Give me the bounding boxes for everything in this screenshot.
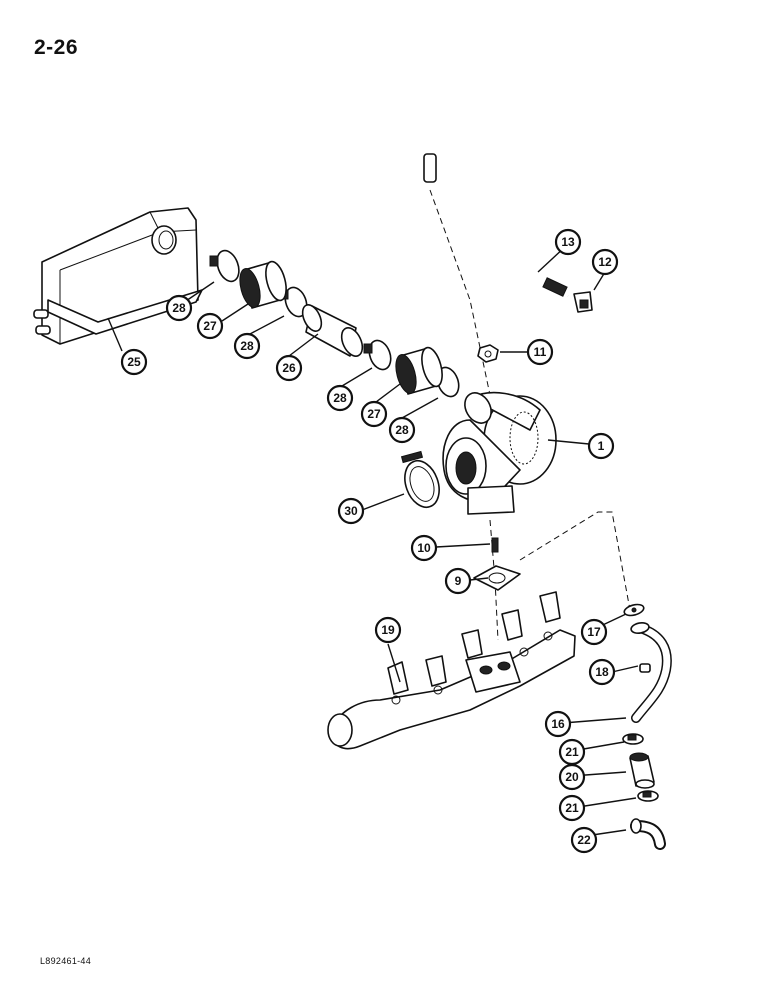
callout-c26: 26 xyxy=(275,354,303,382)
callout-circle xyxy=(554,228,582,256)
callout-circle xyxy=(374,616,402,644)
callout-circle xyxy=(196,312,224,340)
callout-number: 18 xyxy=(595,665,609,679)
exhaust-manifold-part xyxy=(327,591,576,750)
callout-circle xyxy=(388,416,416,444)
oil-drain-tube-part xyxy=(630,622,672,723)
page-number: 2-26 xyxy=(34,36,79,59)
callout-number: 28 xyxy=(172,301,186,315)
callout-c21b: 21 xyxy=(558,794,586,822)
callout-circle xyxy=(570,826,598,854)
callout-number: 21 xyxy=(565,801,579,815)
callout-circle xyxy=(591,248,619,276)
callout-circle xyxy=(580,618,608,646)
oil-supply-line-part xyxy=(423,153,569,298)
callout-circle xyxy=(558,738,586,766)
callout-c25: 25 xyxy=(120,348,148,376)
callout-c1: 1 xyxy=(587,432,615,460)
figure-code: L892461-44 xyxy=(40,956,92,966)
callout-c19: 19 xyxy=(374,616,402,644)
turbocharger-part xyxy=(442,391,557,515)
callout-c11: 11 xyxy=(526,338,554,366)
leader-lines xyxy=(107,245,639,839)
callout-c30: 30 xyxy=(337,497,365,525)
nut-part xyxy=(477,344,499,363)
stud-part xyxy=(491,537,499,553)
callout-circle xyxy=(410,534,438,562)
callout-c28b: 28 xyxy=(233,332,261,360)
callout-number: 12 xyxy=(598,255,612,269)
callout-circle xyxy=(526,338,554,366)
callout-number: 28 xyxy=(240,339,254,353)
hose-part-2 xyxy=(395,346,443,395)
callout-c17: 17 xyxy=(580,618,608,646)
callout-number: 11 xyxy=(534,345,547,359)
callout-number: 28 xyxy=(395,423,409,437)
callout-number: 25 xyxy=(127,355,141,369)
callout-c18: 18 xyxy=(588,658,616,686)
bolt-part xyxy=(639,663,651,673)
callout-number: 20 xyxy=(565,770,579,784)
callout-circle xyxy=(444,567,472,595)
callout-number: 9 xyxy=(455,574,462,588)
drain-gasket-part xyxy=(623,603,645,617)
callout-number: 21 xyxy=(565,745,579,759)
callout-number: 1 xyxy=(598,439,605,453)
callout-number: 22 xyxy=(577,833,591,847)
aftercooler-part xyxy=(33,207,203,345)
hose-part-1 xyxy=(239,260,287,309)
hose-clamp-part-1 xyxy=(209,249,240,283)
callout-number: 10 xyxy=(417,541,431,555)
callout-c28c: 28 xyxy=(326,384,354,412)
v-band-clamp-part xyxy=(400,450,440,509)
callout-number: 17 xyxy=(587,625,601,639)
callout-number: 27 xyxy=(203,319,217,333)
drain-hose-part xyxy=(629,752,655,789)
elbow-tube-part xyxy=(630,818,666,850)
callout-number: 13 xyxy=(561,235,575,249)
callout-circle xyxy=(337,497,365,525)
callout-c20: 20 xyxy=(558,763,586,791)
callout-circle xyxy=(544,710,572,738)
callout-circle xyxy=(558,794,586,822)
callout-c12: 12 xyxy=(591,248,619,276)
callout-circle xyxy=(360,400,388,428)
callout-c10: 10 xyxy=(410,534,438,562)
connecting-tube-part xyxy=(301,304,364,357)
callout-circle xyxy=(120,348,148,376)
drain-hose-clamp-part-1 xyxy=(622,733,644,745)
callout-c27b: 27 xyxy=(360,400,388,428)
hose-clamp-part-3 xyxy=(363,339,392,371)
callout-circle xyxy=(588,658,616,686)
callout-number: 26 xyxy=(282,361,296,375)
callout-circle xyxy=(233,332,261,360)
fitting-part xyxy=(573,291,593,313)
callout-circle xyxy=(326,384,354,412)
callout-c22: 22 xyxy=(570,826,598,854)
drain-hose-clamp-part-2 xyxy=(637,790,659,802)
callout-circle xyxy=(165,294,193,322)
callout-c21a: 21 xyxy=(558,738,586,766)
callout-c28a: 28 xyxy=(165,294,193,322)
callout-number: 28 xyxy=(333,391,347,405)
callout-number: 27 xyxy=(367,407,381,421)
gasket-part xyxy=(473,565,521,591)
callout-number: 19 xyxy=(381,623,395,637)
callout-c27a: 27 xyxy=(196,312,224,340)
callout-circle xyxy=(275,354,303,382)
callout-c13: 13 xyxy=(554,228,582,256)
callout-c28d: 28 xyxy=(388,416,416,444)
callout-c16: 16 xyxy=(544,710,572,738)
callout-c9: 9 xyxy=(444,567,472,595)
callout-number: 16 xyxy=(551,717,565,731)
callout-circle xyxy=(587,432,615,460)
callout-number: 30 xyxy=(344,504,358,518)
